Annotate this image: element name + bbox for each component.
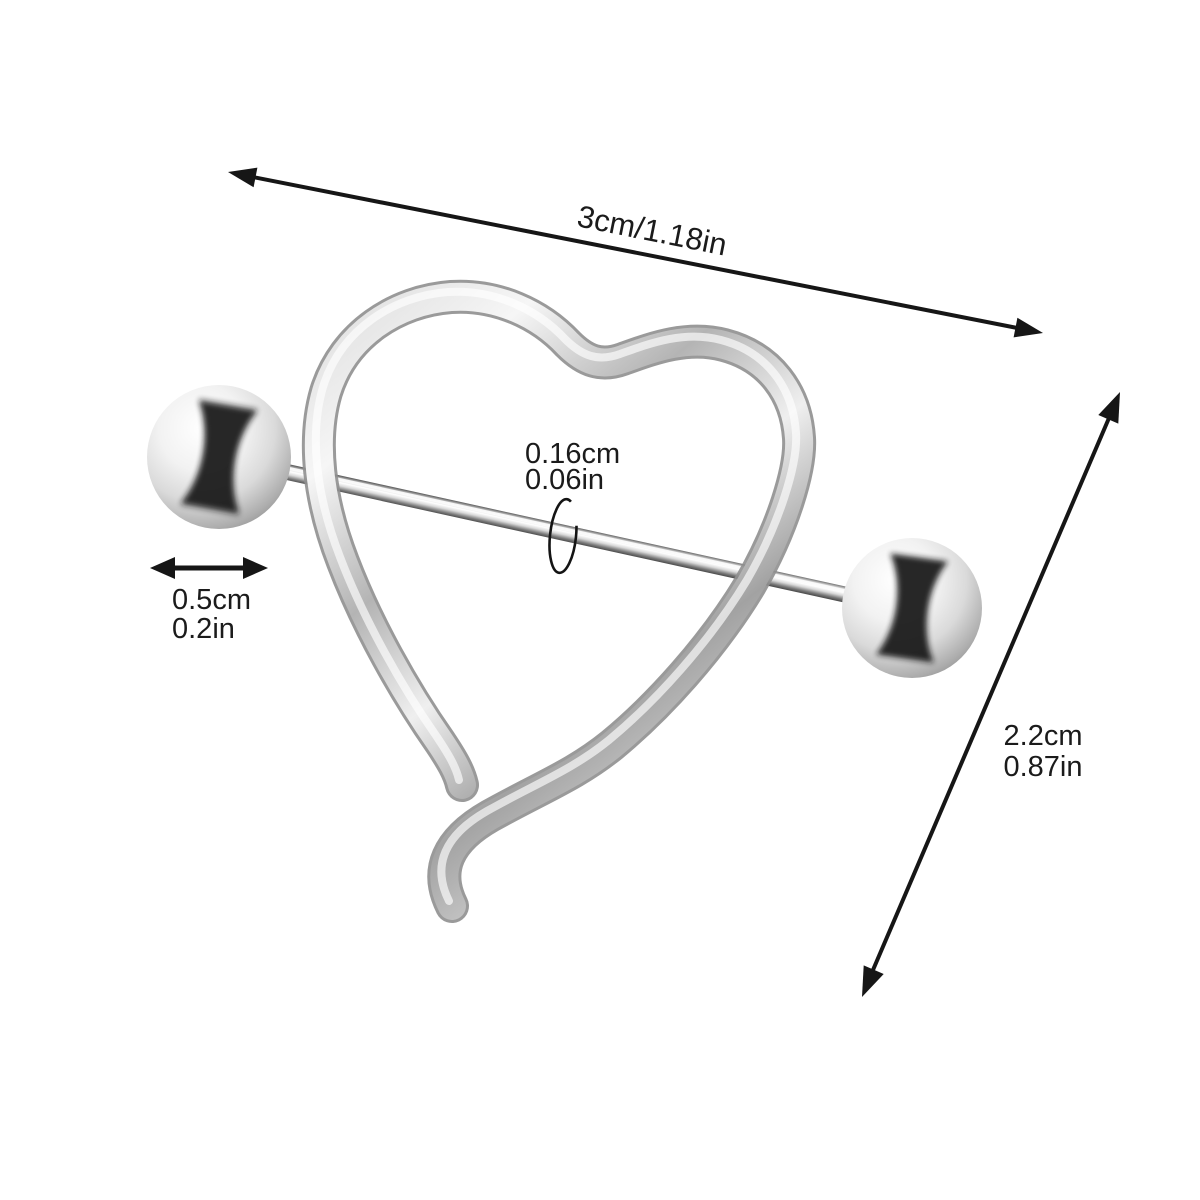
barbell-ball-right <box>842 538 982 678</box>
heart-shield <box>301 279 817 923</box>
barbell-ball-left <box>147 385 291 529</box>
bar-gauge-label-in: 0.06in <box>525 464 605 496</box>
ball-right-reflection <box>876 553 948 663</box>
bar-gauge-label-cm: 0.16cm <box>525 438 621 470</box>
ball-left-reflection <box>180 399 258 515</box>
ball-diameter-arrow <box>150 557 268 579</box>
bar-diameter-ellipse <box>548 497 578 575</box>
barbell-bar <box>226 451 908 616</box>
overall-width-arrow <box>228 167 1043 338</box>
ball-diameter-label-cm: 0.5cm <box>172 584 251 616</box>
height-label: 2.2cm 0.87in <box>1003 721 1082 783</box>
height-arrow <box>862 392 1120 997</box>
height-label-in: 0.87in <box>1003 751 1083 783</box>
ball-diameter-label-in: 0.2in <box>172 613 235 645</box>
ball-diameter-label: 0.5cm 0.2in <box>172 586 251 644</box>
height-label-cm: 2.2cm <box>1003 720 1083 752</box>
bar-gauge-label: 0.16cm 0.06in <box>525 438 621 496</box>
